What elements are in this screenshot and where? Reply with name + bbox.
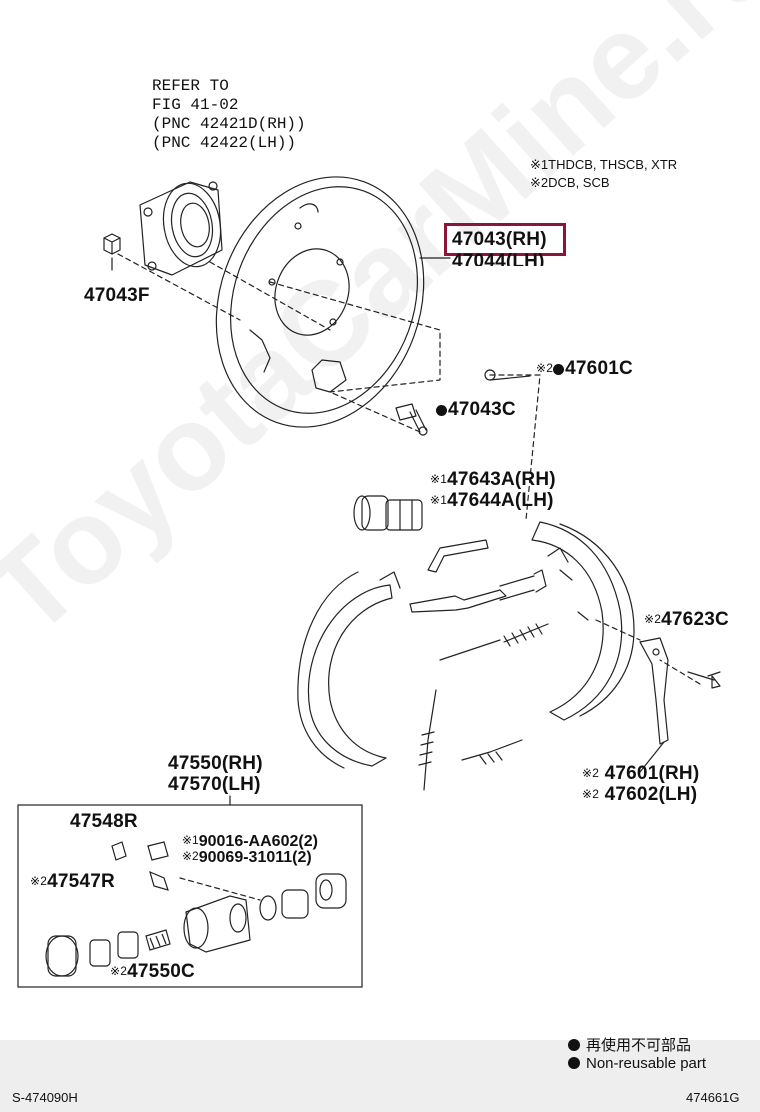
variant-note-2-mark: ※2 xyxy=(530,175,549,190)
part-47601-rh-mark: ※2 xyxy=(582,766,600,780)
springs-drawing xyxy=(418,623,549,791)
dashed-leaders xyxy=(117,253,701,901)
refer-line-4: (PNC 42422(LH)) xyxy=(152,134,297,152)
legend-jp-text: 再使用不可部品 xyxy=(586,1037,692,1054)
part-47623c-mark: ※2 xyxy=(644,612,662,626)
illustration-id-left: S-474090H xyxy=(12,1090,78,1105)
legend-jp: 再使用不可部品 xyxy=(568,1034,691,1055)
part-47644a[interactable]: ※147644A(LH) xyxy=(430,491,554,510)
leader-lines xyxy=(111,257,721,806)
selected-part-highlight xyxy=(444,223,566,256)
part-47644a-number: 47644A(LH) xyxy=(447,490,554,511)
part-47623c-number: 47623C xyxy=(661,609,729,630)
part-90069-number: 90069-31011(2) xyxy=(198,849,312,866)
part-47548r[interactable]: 47548R xyxy=(70,811,138,832)
variant-note-1-mark: ※1 xyxy=(530,157,549,172)
part-47601c[interactable]: ※2 47601C xyxy=(536,359,633,378)
part-47602-lh-mark: ※2 xyxy=(582,787,600,801)
variant-note-2: ※2DCB, SCB xyxy=(530,176,610,189)
refer-line-1: REFER TO xyxy=(152,77,229,95)
part-47602-lh[interactable]: ※2 47602(LH) xyxy=(582,785,697,804)
brake-shoe-right-drawing xyxy=(531,521,635,721)
refer-note: REFER TO FIG 41-02 (PNC 42421D(RH)) (PNC… xyxy=(152,77,306,153)
variant-note-1-text: THDCB, THSCB, XTR xyxy=(548,157,678,172)
variant-note-1: ※1THDCB, THSCB, XTR xyxy=(530,158,677,171)
part-47043c[interactable]: 47043C xyxy=(436,400,516,419)
part-47570-lh[interactable]: 47570(LH) xyxy=(168,774,261,795)
backing-plate-drawing xyxy=(215,176,425,428)
non-reusable-dot-icon xyxy=(568,1057,580,1069)
refer-line-2: FIG 41-02 xyxy=(152,96,239,114)
part-47601-rh-number: 47601(RH) xyxy=(604,763,700,784)
refer-line-3: (PNC 42421D(RH)) xyxy=(152,115,306,133)
wheel-cylinder-parts-drawing xyxy=(353,495,423,531)
part-47643a-number: 47643A(RH) xyxy=(447,469,556,490)
non-reusable-dot-icon xyxy=(553,364,565,375)
brake-shoe-left-drawing xyxy=(297,571,401,769)
part-90016-mark: ※1 xyxy=(182,833,199,847)
part-47550c-mark: ※2 xyxy=(110,964,128,978)
part-47043-rh[interactable]: 47043(RH) xyxy=(452,229,547,250)
part-47602-lh-number: 47602(LH) xyxy=(604,784,698,805)
adjuster-drawing xyxy=(409,569,547,613)
non-reusable-dot-icon xyxy=(436,405,447,416)
illustration-id-right: 474661G xyxy=(686,1090,740,1105)
part-90016-number: 90016-AA602(2) xyxy=(198,833,318,850)
part-90069-mark: ※2 xyxy=(182,849,199,863)
part-47547r-number: 47547R xyxy=(47,871,115,892)
part-47550c[interactable]: ※247550C xyxy=(110,962,195,981)
part-47547r[interactable]: ※247547R xyxy=(30,872,115,891)
part-47644a-mark: ※1 xyxy=(430,493,448,507)
part-47643a[interactable]: ※147643A(RH) xyxy=(430,470,556,489)
bolt-47043c-drawing xyxy=(395,403,428,436)
part-90016[interactable]: ※190016-AA602(2) xyxy=(182,834,318,850)
part-47550c-number: 47550C xyxy=(127,961,195,982)
footer-band xyxy=(0,1040,760,1112)
part-47044-lh[interactable]: 47044(LH) xyxy=(452,251,545,272)
part-47643a-mark: ※1 xyxy=(430,472,448,486)
non-reusable-dot-icon xyxy=(568,1039,580,1051)
variant-note-2-text: DCB, SCB xyxy=(548,175,610,190)
wheel-cylinder-kit-box xyxy=(17,804,363,988)
part-47043c-number: 47043C xyxy=(448,399,516,420)
part-47601c-mark: ※2 xyxy=(536,361,554,375)
part-47043f[interactable]: 47043F xyxy=(84,285,150,306)
part-47601-rh[interactable]: ※2 47601(RH) xyxy=(582,764,699,783)
legend-en-text: Non-reusable part xyxy=(586,1055,707,1072)
legend-en: Non-reusable part xyxy=(568,1055,706,1072)
parking-lever-drawing xyxy=(639,637,669,745)
part-47547r-mark: ※2 xyxy=(30,874,48,888)
part-47550-rh[interactable]: 47550(RH) xyxy=(168,753,263,774)
part-47623c[interactable]: ※247623C xyxy=(644,610,729,629)
wheel-cylinder-kit-drawing xyxy=(45,841,347,977)
part-47601c-number: 47601C xyxy=(565,358,633,379)
part-90069[interactable]: ※290069-31011(2) xyxy=(182,850,312,866)
nut-47043f-drawing xyxy=(103,233,121,255)
axle-hub-drawing xyxy=(139,181,223,276)
